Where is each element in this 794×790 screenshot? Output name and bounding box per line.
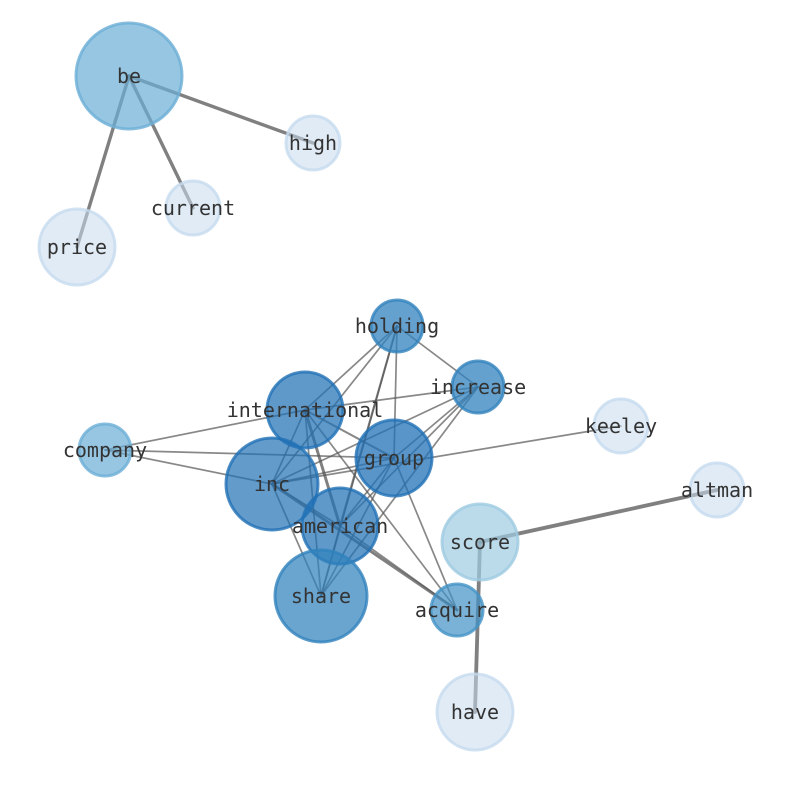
node-share[interactable]: share xyxy=(273,548,369,644)
node-holding[interactable]: holding xyxy=(355,298,439,354)
node-label-high: high xyxy=(289,131,337,155)
node-circle-company[interactable] xyxy=(77,422,133,478)
node-circle-inc[interactable] xyxy=(224,436,320,532)
node-label-increase: increase xyxy=(430,375,526,399)
node-label-share: share xyxy=(291,584,351,608)
node-label-keeley: keeley xyxy=(585,414,657,438)
node-price[interactable]: price xyxy=(37,207,117,287)
node-have[interactable]: have xyxy=(435,672,515,752)
node-label-current: current xyxy=(151,196,235,220)
node-circle-share[interactable] xyxy=(273,548,369,644)
node-circle-acquire[interactable] xyxy=(429,582,485,638)
node-be[interactable]: be xyxy=(74,21,184,131)
node-label-be: be xyxy=(117,64,141,88)
node-circle-group[interactable] xyxy=(354,418,434,498)
node-inc[interactable]: inc xyxy=(224,436,320,532)
node-group[interactable]: group xyxy=(354,418,434,498)
node-increase[interactable]: increase xyxy=(430,359,526,415)
node-circle-price[interactable] xyxy=(37,207,117,287)
node-current[interactable]: current xyxy=(151,179,235,237)
node-circle-high[interactable] xyxy=(284,114,342,172)
node-label-acquire: acquire xyxy=(415,598,499,622)
node-acquire[interactable]: acquire xyxy=(415,582,499,638)
node-label-company: company xyxy=(63,438,147,462)
nodes-layer: be high current price holding increase interna… xyxy=(37,21,753,752)
node-circle-international[interactable] xyxy=(265,370,345,450)
edges-layer xyxy=(75,74,719,714)
node-circle-keeley[interactable] xyxy=(592,397,650,455)
node-label-group: group xyxy=(364,446,424,470)
node-circle-current[interactable] xyxy=(164,179,222,237)
node-altman[interactable]: altman xyxy=(681,461,753,519)
node-score[interactable]: score xyxy=(440,502,520,582)
edge-score-altman xyxy=(478,488,719,544)
node-label-holding: holding xyxy=(355,314,439,338)
node-high[interactable]: high xyxy=(284,114,342,172)
node-label-international: international xyxy=(227,398,384,422)
edge-keeley-inc xyxy=(271,425,622,485)
node-label-altman: altman xyxy=(681,478,753,502)
node-circle-score[interactable] xyxy=(440,502,520,582)
node-circle-altman[interactable] xyxy=(688,461,746,519)
node-label-score: score xyxy=(450,530,510,554)
node-circle-have[interactable] xyxy=(435,672,515,752)
node-company[interactable]: company xyxy=(63,422,147,478)
node-international[interactable]: international xyxy=(227,370,384,450)
edge-international-acquire xyxy=(304,409,458,611)
node-label-american: american xyxy=(292,514,388,538)
node-circle-holding[interactable] xyxy=(369,298,425,354)
node-keeley[interactable]: keeley xyxy=(585,397,657,455)
node-label-have: have xyxy=(451,700,499,724)
node-label-inc: inc xyxy=(254,472,290,496)
node-circle-increase[interactable] xyxy=(450,359,506,415)
node-circle-be[interactable] xyxy=(74,21,184,131)
node-label-price: price xyxy=(47,235,107,259)
